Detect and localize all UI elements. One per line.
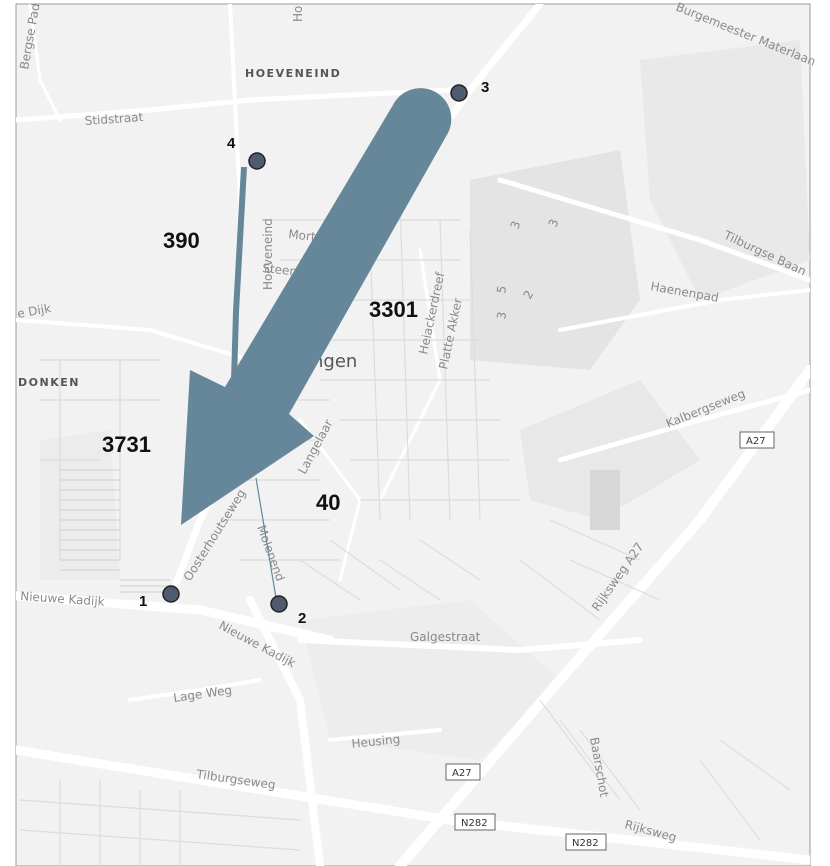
road-shield-a27: A27 — [739, 431, 775, 449]
hatched-area — [60, 469, 170, 593]
label-hoeveneind-vertical: Hoeveneind — [261, 218, 275, 290]
shield-label: N282 — [572, 838, 599, 849]
road — [128, 678, 262, 702]
flow-arrow-390 — [231, 167, 247, 380]
road-shield-n282: N282 — [565, 833, 607, 851]
hatch — [60, 469, 120, 571]
road — [297, 637, 643, 654]
road-shield-n282: N282 — [454, 813, 496, 831]
shield-box — [565, 833, 607, 851]
street — [539, 699, 791, 841]
street — [369, 199, 481, 521]
shield-label: A27 — [452, 768, 472, 779]
flow-arrow-40 — [255, 477, 277, 599]
label-galgestraat: Galgestraat — [410, 630, 481, 644]
street — [299, 539, 481, 601]
count-point-1[interactable] — [162, 585, 180, 603]
street — [40, 359, 160, 560]
count-point-2-label: 2 — [298, 610, 306, 627]
shield-box — [445, 763, 481, 781]
landuse-patch — [520, 380, 700, 520]
count-point-3[interactable] — [450, 84, 468, 102]
digit-label: 3 — [508, 219, 524, 231]
digit-label: 3 — [494, 311, 509, 321]
label-steen: Steen — [262, 261, 298, 279]
count-point-3-label: 3 — [481, 79, 489, 96]
label-dijk: e Dijk — [16, 301, 52, 321]
digit-label: 3 — [546, 217, 562, 229]
flow-lines — [181, 88, 452, 599]
road — [16, 87, 453, 123]
shield-label: A27 — [746, 436, 766, 447]
road — [558, 288, 810, 332]
count-point-1-label: 1 — [139, 593, 147, 610]
label-heusing: Heusing — [351, 732, 401, 751]
road — [28, 4, 62, 122]
digit-label: 5 — [494, 285, 509, 295]
label-ho-top: Ho — [291, 6, 305, 22]
shield-box — [739, 431, 775, 449]
count-points: 1 2 3 4 — [139, 79, 489, 627]
label-town: ngen — [312, 351, 357, 372]
street — [519, 519, 661, 621]
road — [16, 591, 335, 645]
flow-arrow-3301-shaft — [181, 88, 452, 525]
road-shields: A27 A27 N282 N282 — [445, 431, 775, 851]
road — [16, 745, 810, 865]
landuse-patch — [590, 470, 620, 530]
flow-value-40: 40 — [316, 490, 340, 515]
landuse-patch — [470, 150, 640, 370]
road — [246, 596, 324, 866]
flow-value-390: 390 — [163, 228, 200, 253]
label-nieuwe-kadijk-left: Nieuwe Kadijk — [20, 589, 105, 609]
shield-box — [454, 813, 496, 831]
count-point-2[interactable] — [270, 595, 288, 613]
label-stidstraat: Stidstraat — [84, 110, 144, 128]
road — [328, 728, 442, 742]
street — [19, 780, 301, 866]
road — [497, 177, 810, 283]
flow-value-3731: 3731 — [102, 432, 151, 457]
count-point-4-label: 4 — [227, 135, 236, 152]
count-point-4[interactable] — [248, 152, 266, 170]
label-hoeveneind-area: HOEVENEIND — [245, 67, 341, 80]
flow-value-3301: 3301 — [369, 297, 418, 322]
road — [16, 318, 252, 362]
label-donken-area: DONKEN — [18, 376, 80, 389]
basemap — [16, 4, 810, 866]
road-shield-a27: A27 — [445, 763, 481, 781]
flow-values: 3301 3731 390 40 — [102, 228, 418, 515]
shield-label: N282 — [461, 818, 488, 829]
hatch — [120, 579, 170, 593]
road — [557, 387, 810, 463]
